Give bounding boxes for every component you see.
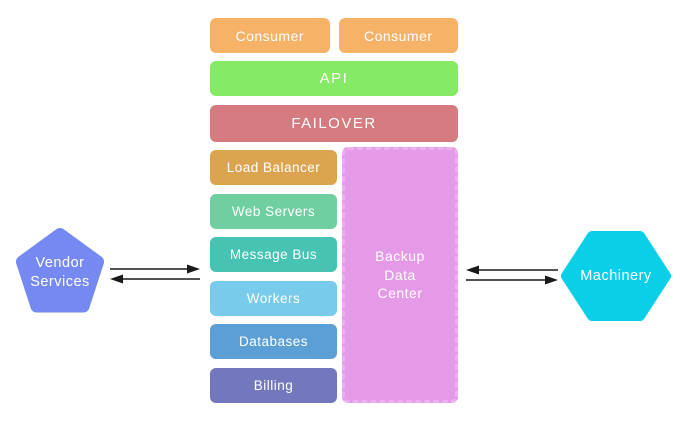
consumer-row: Consumer Consumer — [210, 18, 458, 53]
node-consumer-1-label: Consumer — [235, 27, 305, 44]
node-machinery: Machinery — [560, 228, 672, 324]
node-failover-label: FAILOVER — [291, 115, 377, 132]
node-vendor-services-label: Vendor Services — [30, 255, 90, 290]
node-load-balancer: Load Balancer — [210, 150, 337, 185]
node-message-bus: Message Bus — [210, 237, 337, 273]
node-web-servers-label: Web Servers — [231, 203, 316, 219]
node-backup-data-center: Backup Data Center — [342, 147, 458, 403]
hexagon-shape — [561, 231, 671, 321]
node-message-bus-label: Message Bus — [229, 247, 318, 263]
node-databases-label: Databases — [238, 334, 309, 350]
arrow-right-icon — [110, 264, 200, 274]
node-workers: Workers — [210, 280, 337, 316]
node-billing: Billing — [210, 367, 337, 403]
node-failover: FAILOVER — [210, 105, 458, 142]
node-web-servers: Web Servers — [210, 193, 337, 229]
node-vendor-services: Vendor Services — [13, 226, 107, 320]
pentagon-shape — [15, 228, 105, 313]
arrow-left-icon — [466, 265, 558, 275]
node-databases: Databases — [210, 324, 337, 360]
node-api: API — [210, 61, 458, 96]
node-machinery-label: Machinery — [580, 267, 652, 284]
node-workers-label: Workers — [246, 290, 301, 306]
node-load-balancer-label: Load Balancer — [226, 160, 321, 175]
node-api-label: API — [319, 70, 349, 87]
vendor-connection-arrows — [110, 264, 200, 284]
node-consumer-2-label: Consumer — [363, 27, 433, 44]
arrow-left-icon — [110, 274, 200, 284]
node-consumer-1: Consumer — [210, 18, 330, 53]
service-stack: Load Balancer Web Servers Message Bus Wo… — [210, 150, 337, 403]
machinery-connection-arrows — [466, 265, 558, 285]
node-billing-label: Billing — [253, 377, 294, 393]
arrow-right-icon — [466, 275, 558, 285]
node-consumer-2: Consumer — [338, 18, 458, 53]
node-backup-data-center-label: Backup Data Center — [375, 247, 425, 302]
